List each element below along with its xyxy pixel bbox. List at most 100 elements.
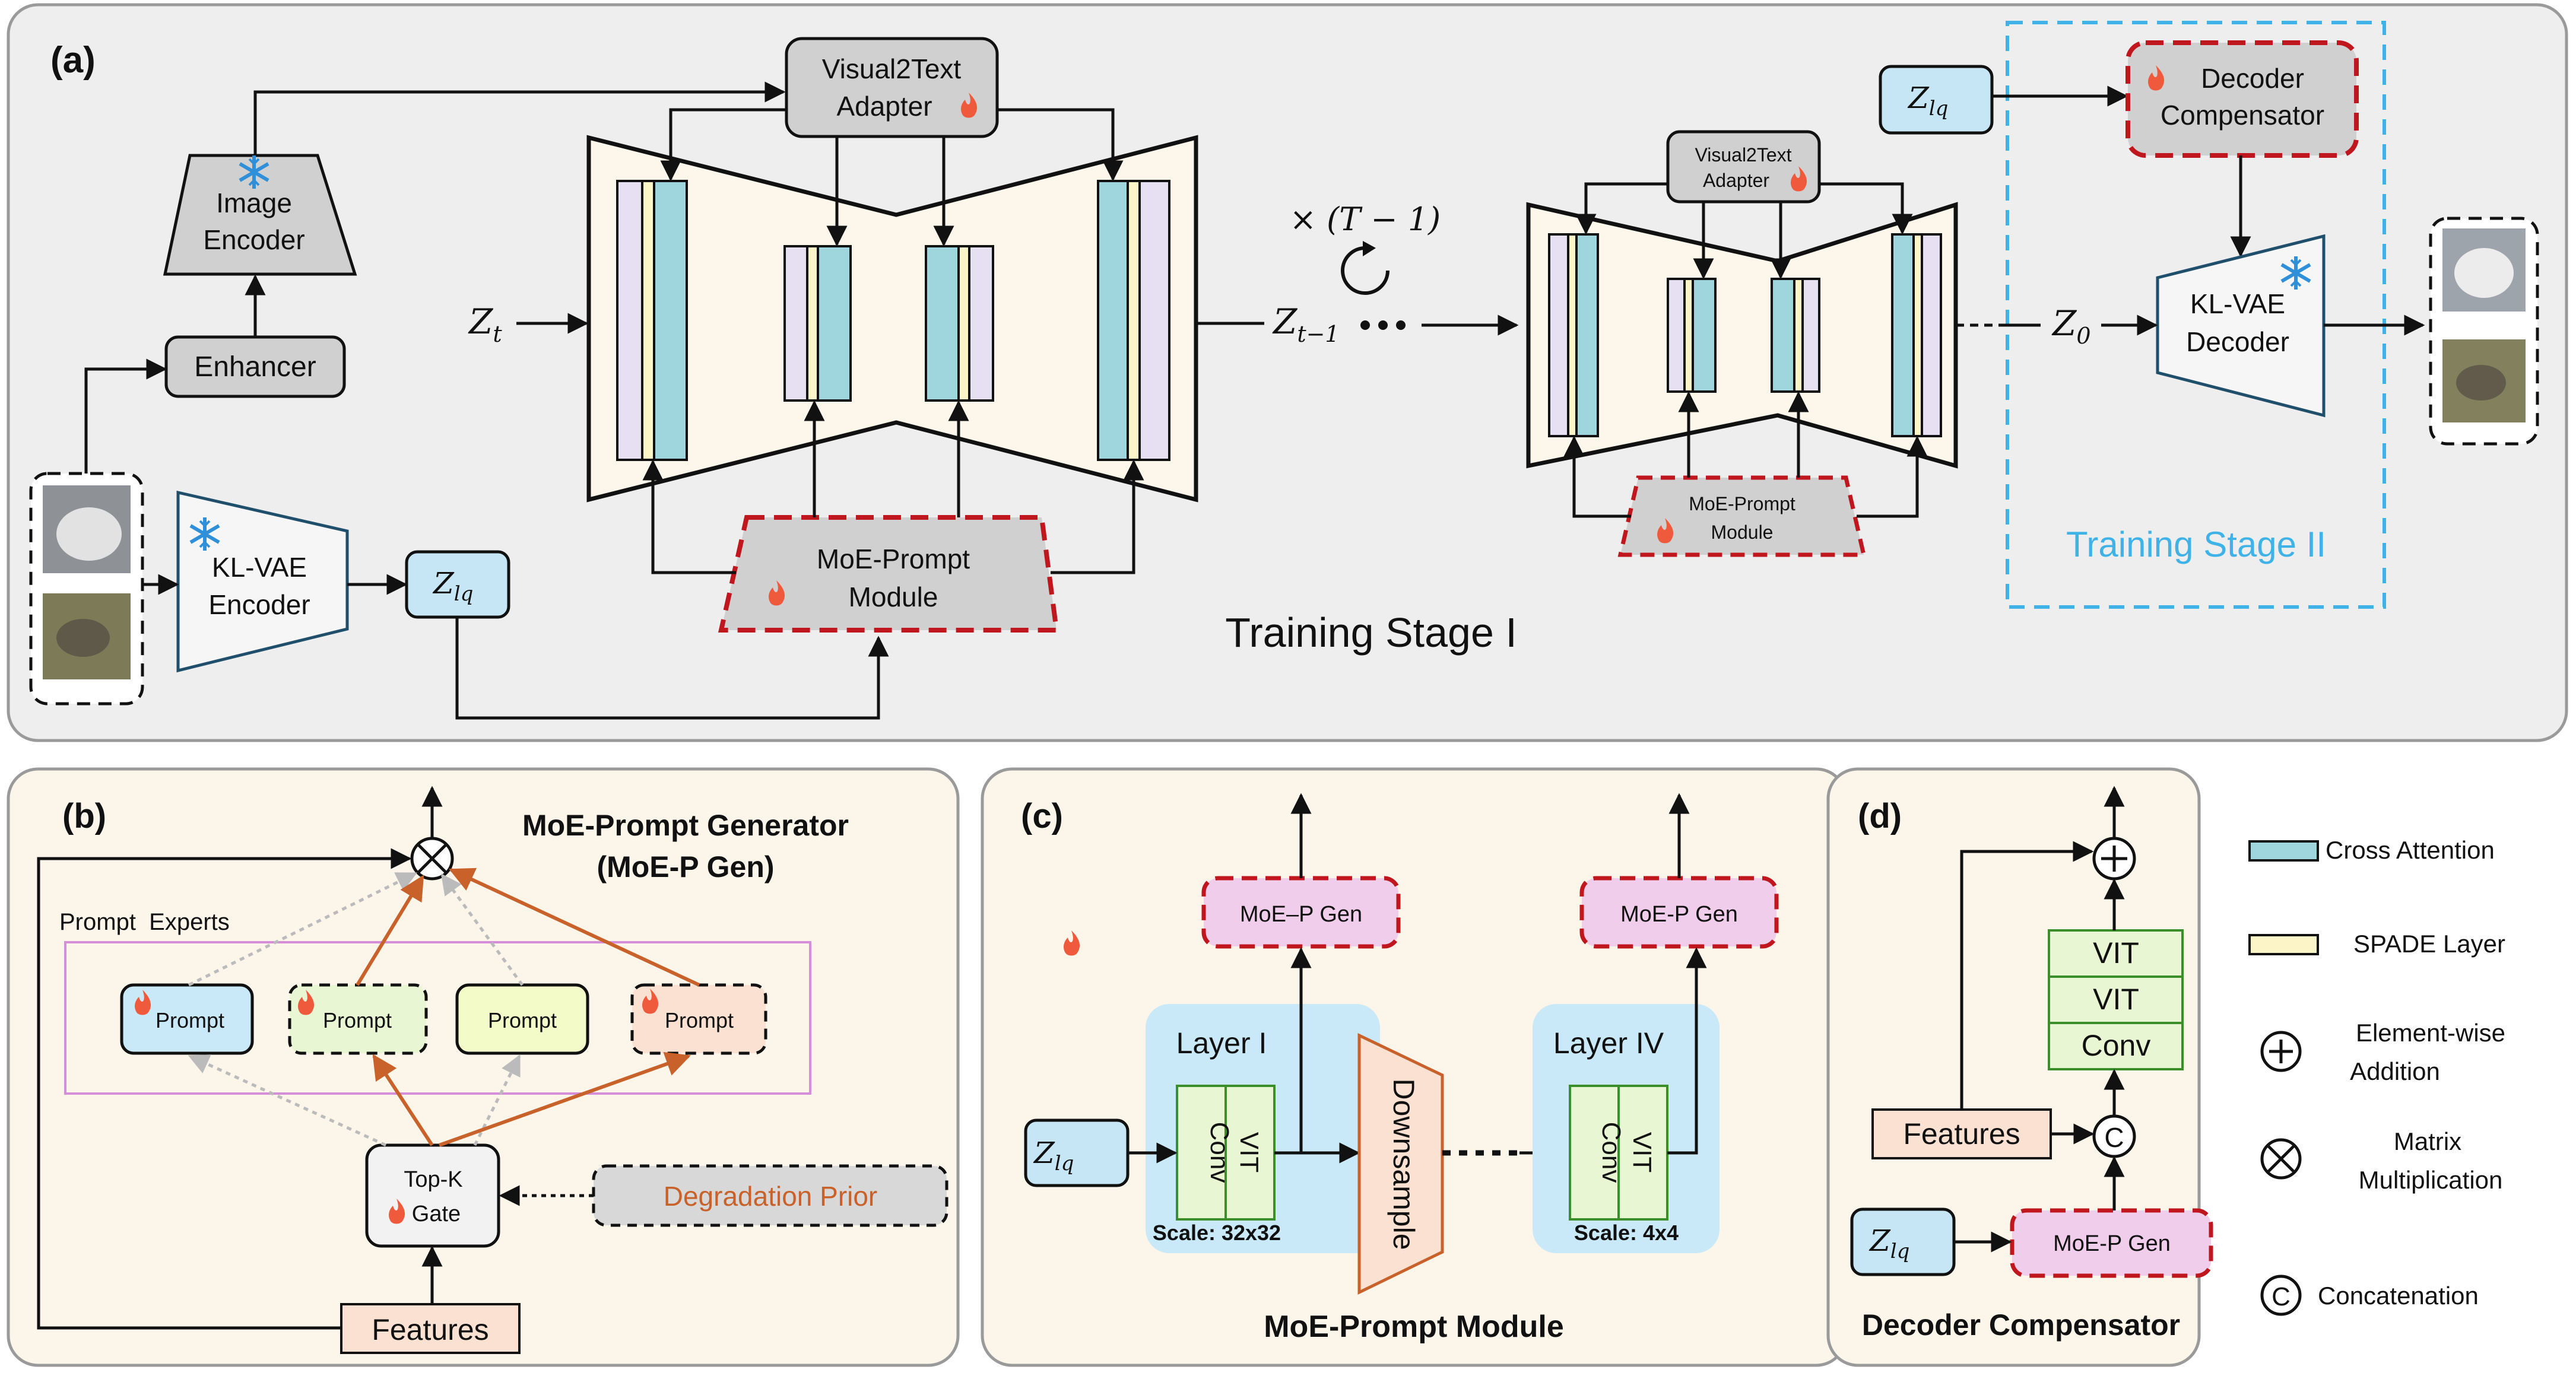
panel-d-label: (d) xyxy=(1858,797,1902,835)
moe-prompt-module-shape xyxy=(718,515,1059,633)
prompt-experts-frame xyxy=(64,941,811,1095)
z-lq-symbol: Z xyxy=(432,566,455,600)
prompt-expert-2: Prompt xyxy=(288,983,428,1055)
legend-addition-icon xyxy=(2260,1031,2302,1072)
legend-concat-icon: C xyxy=(2260,1275,2302,1316)
z-t-subscript: t xyxy=(493,321,502,347)
unet-large-block-2 xyxy=(783,245,852,402)
moe-prompt-module-label-1: MoE-Prompt xyxy=(817,544,970,574)
unet-large-block-3 xyxy=(925,245,994,402)
vit-label-1: VIT xyxy=(2093,936,2139,970)
image-encoder-label-2: Encoder xyxy=(203,224,304,255)
unet-small-block-2 xyxy=(1667,278,1717,393)
moe-p-gen-label-2: MoE-P Gen xyxy=(1620,902,1738,927)
z-lq-c-subscript: lq xyxy=(1055,1152,1074,1175)
matrix-multiply-node xyxy=(410,837,454,881)
addition-node-d xyxy=(2092,837,2136,881)
prompt-expert-4: Prompt xyxy=(630,983,767,1055)
legend-concat-label: Concatenation xyxy=(2318,1282,2479,1310)
features-label-d: Features xyxy=(1903,1117,2020,1151)
kl-vae-decoder-label-1: KL-VAE xyxy=(2190,288,2285,319)
decoder-compensator-label-1: Decoder xyxy=(2201,63,2304,94)
visual2text-adapter-box xyxy=(785,37,999,138)
z-lq-top-subscript: lq xyxy=(1929,97,1949,120)
layer-4-vit xyxy=(1617,1085,1668,1221)
legend-spade-swatch xyxy=(2248,934,2319,955)
prompt-expert-1: Prompt xyxy=(120,983,254,1055)
concatenation-node-d: C xyxy=(2092,1114,2136,1158)
downsample-shape xyxy=(1357,1033,1444,1295)
degradation-prior-label: Degradation Prior xyxy=(664,1181,878,1212)
z-lq-top-symbol: Z xyxy=(1907,81,1930,115)
panel-c-label: (c) xyxy=(1021,797,1063,835)
training-stage-1-label: Training Stage I xyxy=(1225,609,1517,656)
moe-p-gen-box-d xyxy=(2010,1208,2213,1278)
conv-label-d: Conv xyxy=(2082,1029,2151,1062)
features-label-b: Features xyxy=(372,1313,488,1346)
svg-text:Z0: Z0 xyxy=(2051,303,2091,349)
layer-4-label: Layer IV xyxy=(1553,1027,1664,1060)
layer-1-conv-label: Conv xyxy=(1205,1122,1234,1183)
z-lq-top-box xyxy=(1879,65,1994,135)
vit-label-2: VIT xyxy=(2093,983,2139,1016)
legend-matmul-label-1: Matrix xyxy=(2394,1127,2461,1155)
training-stage-2-region xyxy=(2006,21,2386,609)
unet-small-block-3 xyxy=(1771,278,1820,393)
z-0-symbol: Z xyxy=(2051,303,2077,344)
top-k-gate-label-2: Gate xyxy=(412,1202,461,1226)
image-encoder-label-1: Image xyxy=(216,188,292,218)
visual2text-label-2: Adapter xyxy=(836,91,932,122)
moe-prompt-small-label-1: MoE-Prompt xyxy=(1689,493,1795,514)
svg-text:Prompt: Prompt xyxy=(156,1008,224,1032)
svg-text:C: C xyxy=(2272,1282,2291,1311)
decoder-compensator-box xyxy=(2125,40,2359,158)
svg-text:Zlq: Zlq xyxy=(1907,81,1948,120)
downsample-label: Downsample xyxy=(1387,1078,1420,1250)
prompt-expert-3: Prompt xyxy=(455,983,589,1055)
legend-cross-attention-swatch xyxy=(2248,840,2319,862)
panel-b-label: (b) xyxy=(62,797,106,835)
visual2text-adapter-small-box xyxy=(1666,130,1821,204)
features-box-b xyxy=(340,1303,521,1354)
svg-text:Zt−1: Zt−1 xyxy=(1272,301,1340,347)
moe-prompt-module-label-2: Module xyxy=(849,581,938,612)
layer-1-vit-label: VIT xyxy=(1235,1132,1264,1172)
moe-p-gen-label-1: MoE–P Gen xyxy=(1240,902,1362,927)
legend-addition-label-1: Element-wise xyxy=(2356,1019,2505,1047)
legend-cross-attention-label: Cross Attention xyxy=(2326,836,2495,864)
top-k-gate-label-1: Top-K xyxy=(404,1167,462,1192)
enhancer-label: Enhancer xyxy=(194,351,316,383)
loop-icon xyxy=(1341,246,1389,295)
kl-vae-encoder-shape xyxy=(176,490,349,673)
moe-prompt-small-label-2: Module xyxy=(1711,522,1774,543)
panel-d-title: Decoder Compensator xyxy=(1862,1308,2180,1342)
visual2text-label-1: Visual2Text xyxy=(822,53,962,84)
legend-addition-label-2: Addition xyxy=(2350,1057,2440,1085)
z-lq-d-symbol: Z xyxy=(1868,1224,1891,1258)
training-stage-2-label: Training Stage II xyxy=(2066,525,2326,564)
prompt-experts-label: Prompt Experts xyxy=(59,909,230,935)
moe-p-gen-label-d: MoE-P Gen xyxy=(2053,1231,2171,1256)
svg-text:Zlq: Zlq xyxy=(1868,1224,1909,1263)
svg-text:Prompt: Prompt xyxy=(488,1008,557,1032)
z-0-subscript: 0 xyxy=(2076,323,2090,349)
kl-vae-encoder-label-1: KL-VAE xyxy=(212,552,307,583)
panel-b-title-2: (MoE-P Gen) xyxy=(597,850,774,884)
layer-4-scale: Scale: 4x4 xyxy=(1574,1221,1679,1245)
visual2text-small-label-1: Visual2Text xyxy=(1695,144,1791,166)
moe-prompt-module-small-shape xyxy=(1617,475,1867,557)
visual2text-small-label-2: Adapter xyxy=(1703,170,1769,191)
layer-4-conv-label: Conv xyxy=(1597,1122,1626,1183)
legend-spade-label: SPADE Layer xyxy=(2353,930,2505,958)
layer-4-vit-label: VIT xyxy=(1628,1132,1657,1172)
unet-large-block-1 xyxy=(616,180,688,461)
svg-text:Zlq: Zlq xyxy=(432,566,473,606)
kl-vae-encoder-label-2: Encoder xyxy=(208,589,310,620)
unet-small-block-4 xyxy=(1891,233,1942,437)
unet-small-block-1 xyxy=(1548,233,1599,437)
svg-text:Prompt: Prompt xyxy=(323,1008,392,1032)
layer-1-label: Layer I xyxy=(1176,1027,1267,1060)
z-lq-subscript: lq xyxy=(454,582,474,606)
unet-large-block-4 xyxy=(1097,180,1170,461)
